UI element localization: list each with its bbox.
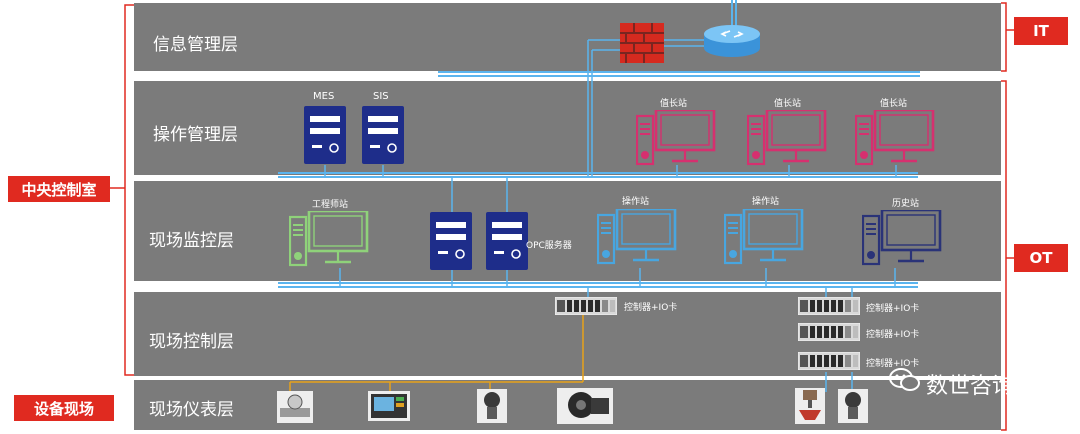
engineer-station-label: 工程师站 bbox=[312, 200, 349, 210]
watermark-text: 数世咨询 bbox=[926, 374, 1015, 399]
controller-2-icon bbox=[798, 297, 860, 315]
shift-station-2-label: 值长站 bbox=[774, 99, 802, 109]
shift-station-3-label: 值长站 bbox=[880, 99, 908, 109]
controller-4-icon bbox=[798, 352, 860, 370]
opc-server-label: OPC服务器 bbox=[526, 241, 572, 251]
operator-station-1-icon bbox=[597, 209, 677, 265]
layer-monitor-band bbox=[134, 181, 1001, 281]
layer-label-ops: 操作管理层 bbox=[153, 125, 238, 145]
shift-station-1-label: 值长站 bbox=[660, 99, 688, 109]
firewall-icon bbox=[620, 23, 664, 63]
operator-station-1-label: 操作站 bbox=[622, 197, 650, 207]
controller-1-label: 控制器+IO卡 bbox=[624, 303, 678, 313]
operator-station-2-label: 操作站 bbox=[752, 197, 780, 207]
shift-station-2-icon bbox=[747, 110, 827, 166]
layer-label-control: 现场控制层 bbox=[149, 332, 234, 352]
transmitter-1-icon bbox=[477, 389, 507, 423]
opc-server-2-icon bbox=[486, 212, 528, 270]
hmi-panel-icon bbox=[368, 391, 410, 421]
shift-station-1-icon bbox=[636, 110, 716, 166]
transmitter-2-icon bbox=[838, 389, 868, 423]
router-icon bbox=[704, 25, 760, 57]
controller-3-label: 控制器+IO卡 bbox=[866, 330, 920, 340]
layer-info-band bbox=[134, 3, 1001, 71]
mes-server-icon bbox=[304, 106, 346, 164]
history-station-label: 历史站 bbox=[892, 199, 920, 209]
controller-3-icon bbox=[798, 323, 860, 341]
valve-actuator-icon bbox=[557, 388, 613, 424]
opc-server-1-icon bbox=[430, 212, 472, 270]
sis-server-icon bbox=[362, 106, 404, 164]
engineer-station-icon bbox=[289, 211, 369, 267]
shift-station-3-icon bbox=[855, 110, 935, 166]
controller-4-label: 控制器+IO卡 bbox=[866, 359, 920, 369]
controller-2-label: 控制器+IO卡 bbox=[866, 304, 920, 314]
mes-server-label: MES bbox=[313, 91, 335, 102]
history-station-icon bbox=[862, 210, 942, 266]
tag-it: IT bbox=[1014, 17, 1068, 45]
tag-central-control: 中央控制室 bbox=[8, 176, 110, 202]
wechat-icon bbox=[889, 368, 920, 391]
layer-label-info: 信息管理层 bbox=[153, 35, 238, 55]
sis-server-label: SIS bbox=[373, 91, 389, 102]
controller-1-icon bbox=[555, 297, 617, 315]
control-valve-icon bbox=[795, 388, 825, 424]
flowmeter-icon bbox=[277, 391, 313, 423]
layer-label-monitor: 现场监控层 bbox=[149, 231, 234, 251]
operator-station-2-icon bbox=[724, 209, 804, 265]
tag-ot: OT bbox=[1014, 244, 1068, 272]
layer-label-instrument: 现场仪表层 bbox=[149, 400, 234, 420]
tag-field-equipment: 设备现场 bbox=[14, 395, 114, 421]
